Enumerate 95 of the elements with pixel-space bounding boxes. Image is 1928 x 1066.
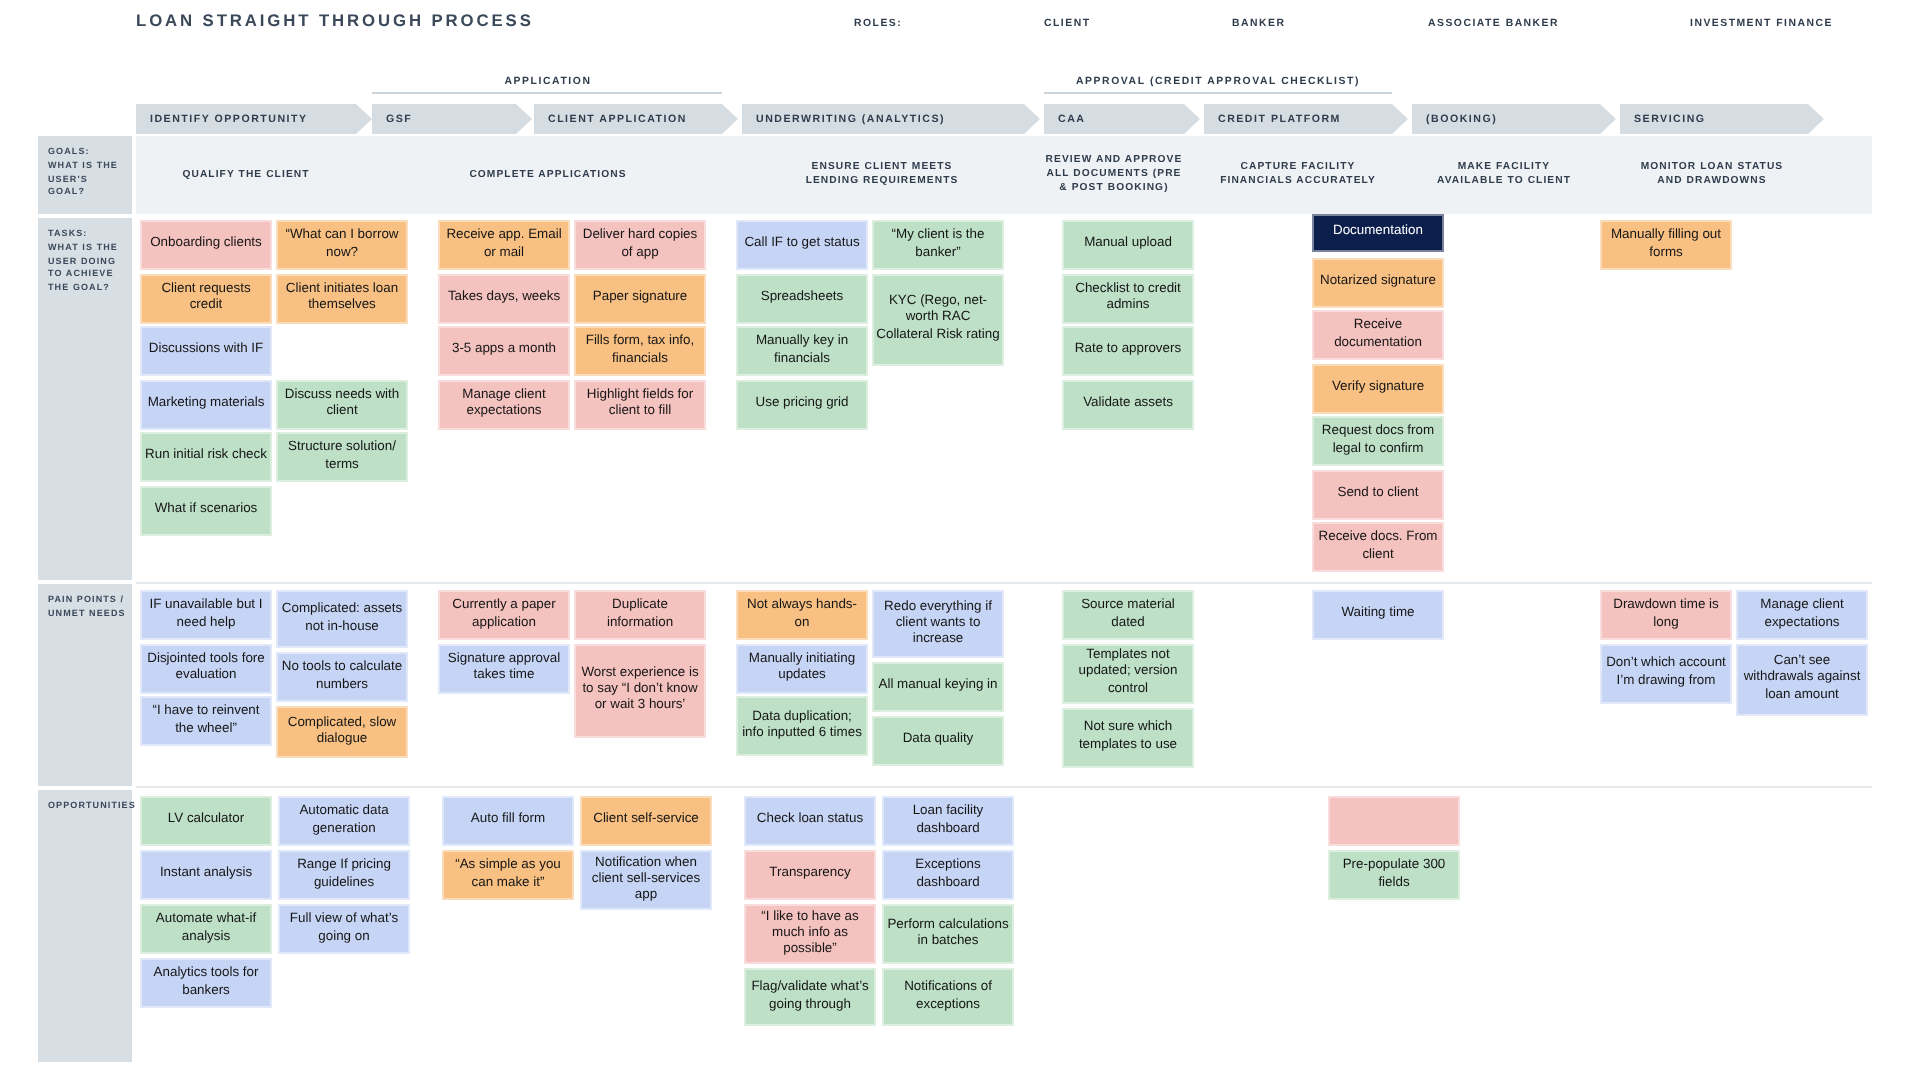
stage-header <box>534 104 738 134</box>
sticky-note <box>1736 590 1868 640</box>
sticky-note <box>1600 220 1732 270</box>
sticky-note <box>882 850 1014 900</box>
sticky-note <box>276 590 408 648</box>
sticky-note <box>580 796 712 846</box>
sticky-note <box>882 796 1014 846</box>
sticky-note <box>1062 220 1194 270</box>
sticky-note <box>438 379 570 429</box>
sticky-note <box>1312 214 1444 252</box>
sticky-note <box>1312 257 1444 307</box>
sticky-note <box>1736 643 1868 715</box>
sticky-note <box>1062 643 1194 703</box>
sticky-note <box>276 379 408 429</box>
stage-header <box>1412 104 1616 134</box>
stage-header <box>742 104 1040 134</box>
page-title: LOAN STRAIGHT THROUGH PROCESS <box>136 10 534 30</box>
sticky-note <box>574 273 706 323</box>
sticky-note <box>278 796 410 846</box>
sticky-note <box>140 220 272 270</box>
sticky-note <box>140 326 272 376</box>
sticky-note <box>438 220 570 270</box>
sticky-note <box>1312 363 1444 413</box>
sticky-note <box>442 796 574 846</box>
sticky-note <box>1312 469 1444 519</box>
sticky-note <box>140 958 272 1008</box>
row-header <box>38 218 132 580</box>
stage-header <box>1620 104 1824 134</box>
sticky-note <box>276 706 408 758</box>
sticky-note <box>882 968 1014 1026</box>
sticky-note <box>872 220 1004 270</box>
sticky-note <box>1312 590 1444 640</box>
sticky-note <box>736 590 868 640</box>
sticky-note <box>276 220 408 270</box>
sticky-note <box>574 220 706 270</box>
sticky-note <box>140 696 272 746</box>
sticky-note <box>882 904 1014 964</box>
sticky-note <box>744 904 876 964</box>
sticky-note <box>574 590 706 640</box>
sticky-note <box>140 590 272 640</box>
stage-header <box>136 104 372 134</box>
sticky-note <box>1062 590 1194 640</box>
sticky-note <box>872 716 1004 766</box>
sticky-note <box>276 652 408 702</box>
sticky-note <box>1600 590 1732 640</box>
sticky-note <box>1062 707 1194 767</box>
sticky-note <box>140 273 272 323</box>
sticky-note <box>442 850 574 900</box>
stage-header <box>372 104 532 134</box>
sticky-note <box>744 968 876 1026</box>
sticky-note <box>1328 850 1460 900</box>
sticky-note <box>438 590 570 640</box>
row-header <box>38 584 132 786</box>
sticky-note <box>140 485 272 535</box>
sticky-note <box>276 432 408 482</box>
sticky-note <box>1062 326 1194 376</box>
sticky-note <box>1062 379 1194 429</box>
sticky-note <box>438 326 570 376</box>
sticky-note <box>1312 522 1444 572</box>
sticky-note <box>140 796 272 846</box>
sticky-note <box>1062 273 1194 323</box>
stage-header <box>1204 104 1408 134</box>
sticky-note <box>736 273 868 323</box>
sticky-note <box>438 273 570 323</box>
row-header <box>38 136 132 214</box>
sticky-note <box>278 850 410 900</box>
sticky-note <box>744 850 876 900</box>
sticky-note <box>140 379 272 429</box>
sticky-note <box>574 379 706 429</box>
sticky-note <box>736 220 868 270</box>
sticky-note <box>1328 796 1460 846</box>
goals-band <box>136 136 1872 214</box>
sticky-note <box>1312 416 1444 466</box>
sticky-note <box>140 904 272 954</box>
sticky-note <box>574 643 706 737</box>
sticky-note <box>872 662 1004 712</box>
stage-header <box>1044 104 1200 134</box>
sticky-note <box>140 850 272 900</box>
sticky-note <box>736 379 868 429</box>
sticky-note <box>276 273 408 323</box>
row-header <box>38 790 132 1062</box>
sticky-note <box>574 326 706 376</box>
sticky-note <box>872 590 1004 658</box>
sticky-note <box>140 432 272 482</box>
sticky-note <box>744 796 876 846</box>
sticky-note <box>872 273 1004 365</box>
sticky-note <box>736 643 868 693</box>
sticky-note <box>736 326 868 376</box>
sticky-note <box>140 643 272 693</box>
sticky-note <box>1312 310 1444 360</box>
sticky-note <box>736 696 868 756</box>
sticky-note <box>580 850 712 910</box>
sticky-note <box>1600 643 1732 703</box>
sticky-note <box>278 904 410 954</box>
sticky-note <box>438 643 570 693</box>
